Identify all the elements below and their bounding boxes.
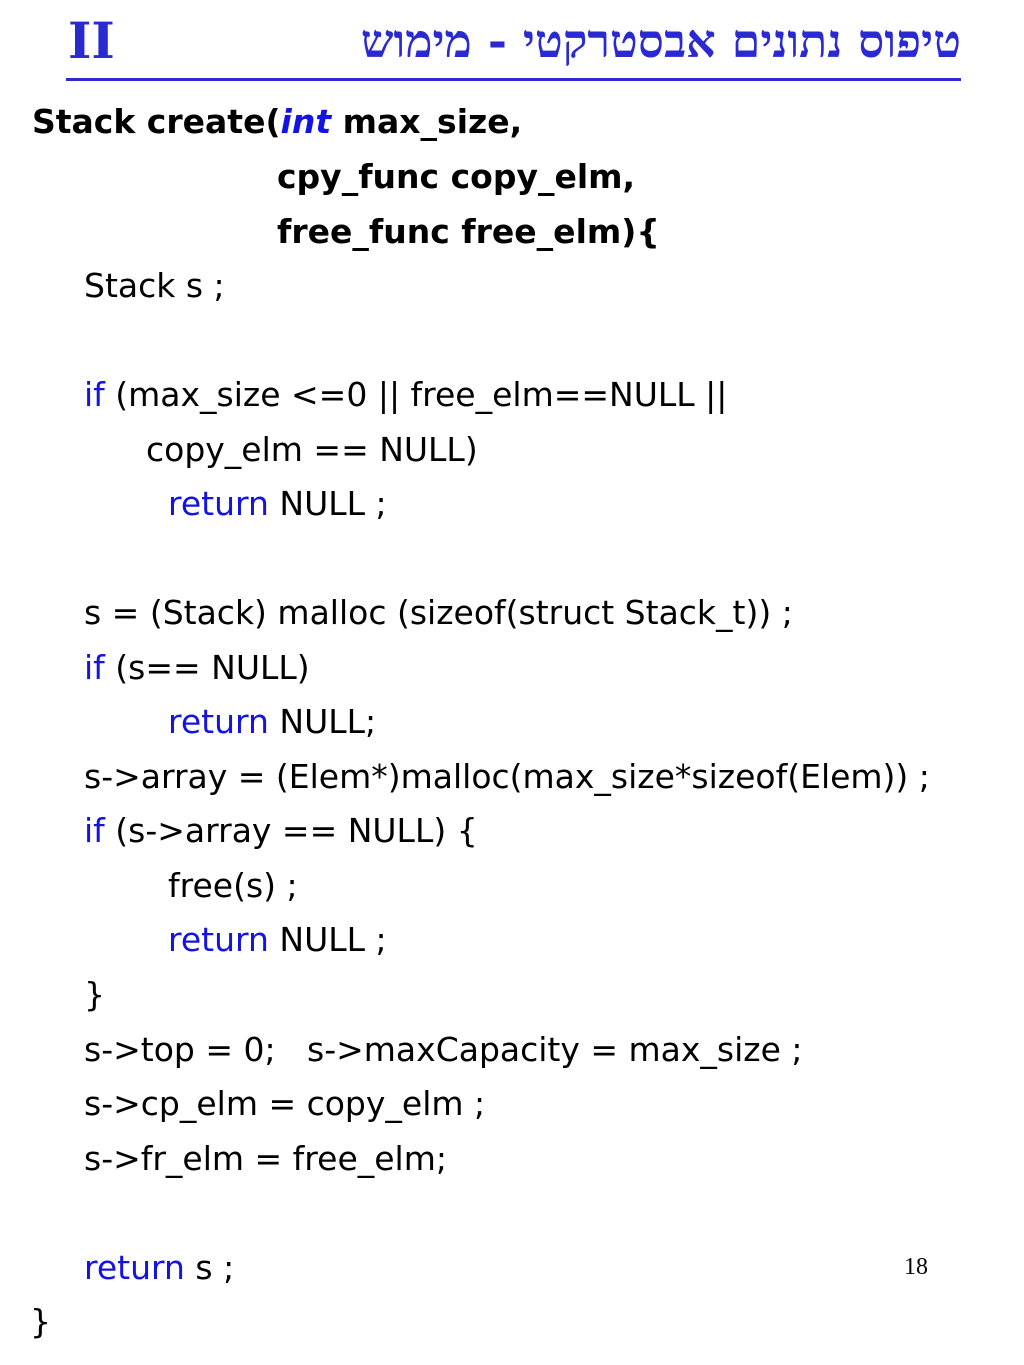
code-line-malloc-array: s->array = (Elem*)malloc(max_size*sizeof…: [84, 757, 930, 796]
keyword-return: return: [168, 920, 269, 959]
keyword-return: return: [168, 702, 269, 741]
keyword-int: int: [280, 102, 332, 141]
code-line-signature-3: free_func free_elm){: [277, 212, 660, 251]
code-line-close-brace-if: }: [84, 975, 105, 1014]
keyword-return: return: [84, 1248, 185, 1287]
title-roman-numeral: II: [68, 11, 115, 70]
code-line-return-3: return NULL ;: [168, 920, 387, 959]
code-line-assign-cp: s->cp_elm = copy_elm ;: [84, 1084, 486, 1123]
code-line-assign-fr: s->fr_elm = free_elm;: [84, 1139, 447, 1178]
code-line-return-1: return NULL ;: [168, 484, 387, 523]
keyword-if: if: [84, 375, 105, 414]
code-line-signature-2: cpy_func copy_elm,: [277, 157, 636, 196]
code-line-init-top: s->top = 0; s->maxCapacity = max_size ;: [84, 1030, 803, 1069]
title-hebrew-text: טיפוס נתונים אבסטרקטי - מימוש: [360, 14, 961, 68]
keyword-return: return: [168, 484, 269, 523]
code-line-if-2: if (s== NULL): [84, 648, 310, 687]
code-line-if-3: if (s->array == NULL) {: [84, 811, 478, 850]
keyword-if: if: [84, 811, 105, 850]
code-line-return-4: return s ;: [84, 1248, 235, 1287]
code-line-free: free(s) ;: [168, 866, 298, 905]
code-line-declaration: Stack s ;: [84, 266, 225, 305]
keyword-if: if: [84, 648, 105, 687]
code-line-if-1: if (max_size <=0 || free_elm==NULL ||: [84, 375, 728, 414]
slide-title: II טיפוס נתונים אבסטרקטי - מימוש: [66, 8, 961, 81]
code-line-signature-1: Stack create(int max_size,: [32, 102, 523, 141]
code-line-close-brace-function: }: [30, 1302, 51, 1341]
code-line-if-1-continuation: copy_elm == NULL): [146, 430, 478, 469]
code-line-malloc-stack: s = (Stack) malloc (sizeof(struct Stack_…: [84, 593, 793, 632]
page-number: 18: [904, 1254, 928, 1280]
code-line-return-2: return NULL;: [168, 702, 377, 741]
